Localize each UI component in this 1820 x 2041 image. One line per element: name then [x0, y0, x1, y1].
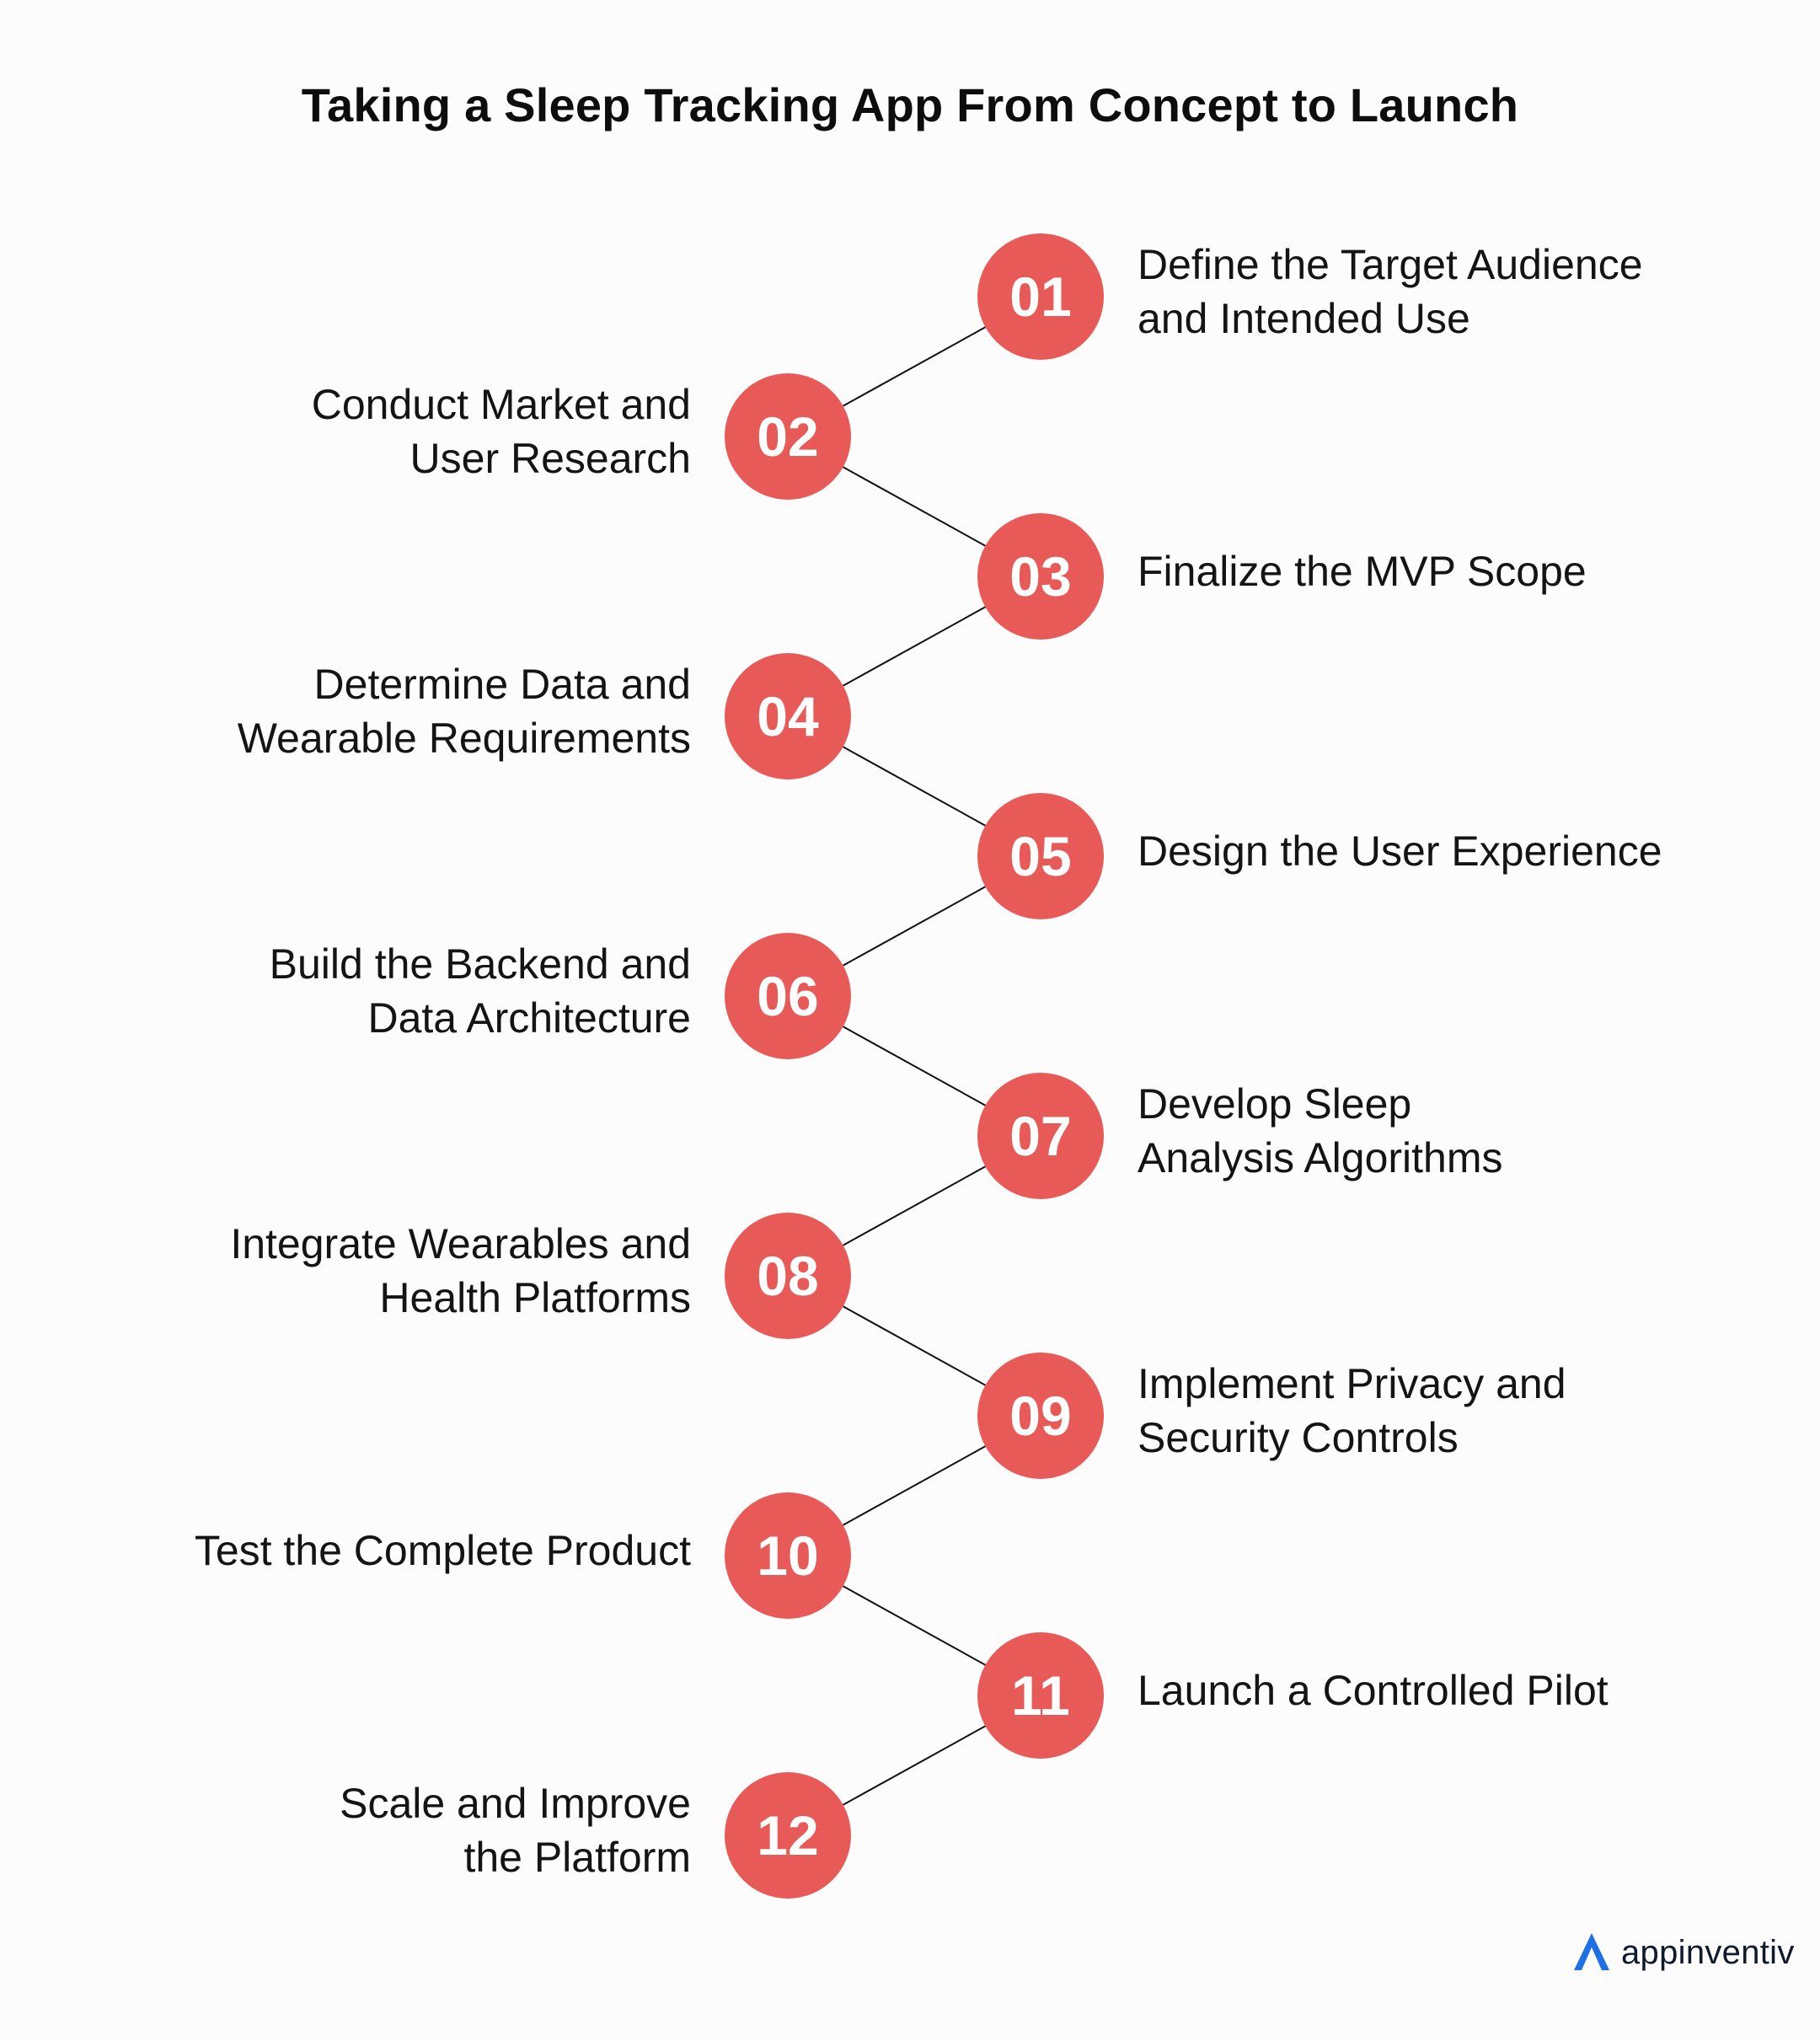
connector-line — [843, 606, 986, 687]
step-label-line: Data Architecture — [367, 994, 691, 1042]
connector-line — [843, 1585, 986, 1666]
step-label-line: Design the User Experience — [1138, 828, 1662, 875]
step-number-circle: 10 — [725, 1492, 851, 1619]
step-number-circle: 02 — [725, 373, 851, 500]
step-label-line: Finalize the MVP Scope — [1138, 548, 1587, 595]
step-label-line: Implement Privacy and — [1138, 1360, 1566, 1407]
step-label-line: Launch a Controlled Pilot — [1138, 1667, 1609, 1714]
step-number-circle: 03 — [977, 513, 1104, 640]
step-label: Test the Complete Product — [84, 1487, 691, 1614]
step-number-circle: 04 — [725, 653, 851, 779]
step-label-line: Determine Data and — [313, 661, 691, 708]
step-label-line: Security Controls — [1138, 1414, 1459, 1461]
step-label-line: Build the Backend and — [269, 940, 691, 988]
connector-line — [843, 1445, 986, 1526]
step-label: Finalize the MVP Scope — [1138, 508, 1744, 635]
connector-line — [843, 746, 986, 827]
step-label: Define the Target Audience and Intended U… — [1138, 228, 1744, 355]
step-number-circle: 11 — [977, 1632, 1104, 1759]
step-label-line: Scale and Improve — [340, 1780, 691, 1827]
step-label-line: Wearable Requirements — [237, 715, 691, 762]
step-label-line: User Research — [410, 435, 691, 482]
connector-line — [843, 1165, 986, 1246]
connector-line — [843, 886, 986, 967]
step-number-circle: 06 — [725, 933, 851, 1059]
step-label-line: Analysis Algorithms — [1138, 1134, 1503, 1181]
brand-name: appinventiv — [1621, 1933, 1795, 1971]
connector-line — [843, 326, 986, 407]
step-label-line: Develop Sleep — [1138, 1080, 1412, 1128]
appinventiv-logo-icon — [1574, 1933, 1609, 1970]
step-number-circle: 12 — [725, 1772, 851, 1899]
connector-line — [843, 1725, 986, 1806]
brand-logo: appinventiv — [1569, 1930, 1795, 1975]
step-label: Launch a Controlled Pilot — [1138, 1627, 1744, 1754]
step-label-line: the Platform — [463, 1834, 691, 1881]
step-label: Design the User Experience — [1138, 788, 1744, 914]
step-label: Scale and Improve the Platform — [84, 1767, 691, 1894]
connector-line — [843, 1026, 986, 1106]
step-number-circle: 07 — [977, 1073, 1104, 1199]
step-label-line: Conduct Market and — [311, 381, 691, 428]
step-label-line: Define the Target Audience — [1138, 241, 1643, 288]
step-label-line: Test the Complete Product — [194, 1527, 691, 1574]
step-label-line: Health Platforms — [379, 1274, 691, 1321]
page-title: Taking a Sleep Tracking App From Concept… — [301, 78, 1519, 131]
step-label-line: and Intended Use — [1138, 295, 1470, 342]
step-label-line: Integrate Wearables and — [230, 1220, 691, 1267]
connector-line — [843, 1305, 986, 1386]
connector-line — [843, 466, 986, 547]
step-number-circle: 01 — [977, 233, 1104, 360]
step-number-circle: 05 — [977, 793, 1104, 919]
step-number-circle: 08 — [725, 1213, 851, 1339]
step-number-circle: 09 — [977, 1353, 1104, 1479]
